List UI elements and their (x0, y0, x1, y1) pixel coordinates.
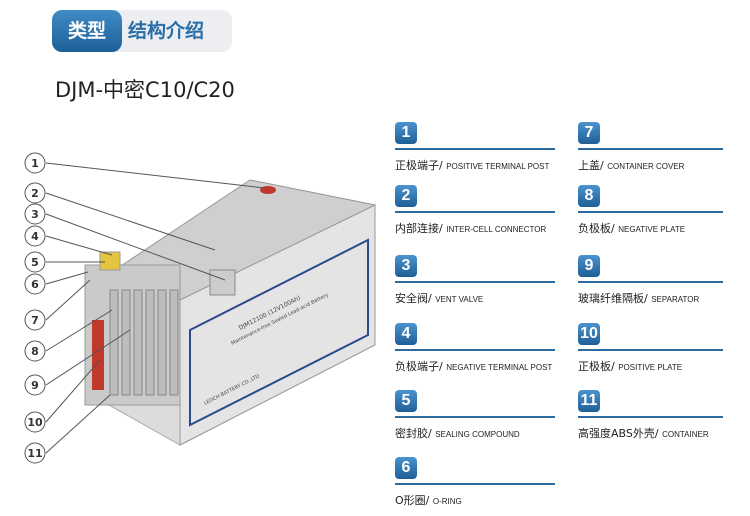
tab-type[interactable]: 类型 (52, 10, 122, 52)
callout-circle (24, 411, 46, 433)
label-cn: O形圈/ (395, 494, 430, 507)
legend-item: 5 密封胶/ SEALING COMPOUND (395, 390, 555, 440)
divider (395, 416, 555, 418)
label-en: POSITIVE PLATE (618, 363, 683, 372)
divider (395, 211, 555, 213)
number-badge: 6 (395, 457, 417, 479)
callout-number: 9 (31, 379, 39, 392)
legend-item: 2 内部连接/ INTER-CELL CONNECTOR (395, 185, 555, 235)
divider (578, 148, 723, 150)
legend-label: 正极端子/ POSITIVE TERMINAL POST (395, 157, 549, 173)
label-en: CONTAINER (662, 430, 709, 439)
label-cn: 负极板/ (578, 222, 615, 235)
legend-item: 10 正极板/ POSITIVE PLATE (578, 323, 723, 373)
label-cn: 上盖/ (578, 159, 604, 172)
callout-number: 1 (31, 157, 39, 170)
legend-item: 1 正极端子/ POSITIVE TERMINAL POST (395, 122, 555, 172)
legend-label: 正极板/ POSITIVE PLATE (578, 358, 682, 374)
legend-label: 高强度ABS外壳/ CONTAINER (578, 425, 709, 441)
callout-circle (24, 182, 46, 204)
number-badge: 5 (395, 390, 417, 412)
legend-label: 玻璃纤维隔板/ SEPARATOR (578, 290, 699, 306)
callout-number: 3 (31, 208, 39, 221)
legend-label: 内部连接/ INTER-CELL CONNECTOR (395, 220, 546, 236)
label-en: O-RING (432, 497, 462, 506)
callout-circle (24, 273, 46, 295)
label-cn: 安全阀/ (395, 292, 432, 305)
label-cn: 内部连接/ (395, 222, 443, 235)
label-en: CONTAINER COVER (607, 162, 685, 171)
number-badge: 3 (395, 255, 417, 277)
label-cn: 正极板/ (578, 360, 615, 373)
label-en: POSITIVE TERMINAL POST (446, 162, 550, 171)
number-badge: 4 (395, 323, 417, 345)
legend-label: 密封胶/ SEALING COMPOUND (395, 425, 520, 441)
tab-structure[interactable]: 结构介绍 (128, 20, 205, 42)
callout-circle (24, 251, 46, 273)
label-en: NEGATIVE TERMINAL POST (446, 363, 553, 372)
legend-label: 负极端子/ NEGATIVE TERMINAL POST (395, 358, 552, 374)
callout-number: 11 (27, 447, 42, 460)
legend-label: 安全阀/ VENT VALVE (395, 290, 483, 306)
divider (395, 349, 555, 351)
legend-item: 7 上盖/ CONTAINER COVER (578, 122, 723, 172)
legend-item: 3 安全阀/ VENT VALVE (395, 255, 555, 305)
legend-label: 负极板/ NEGATIVE PLATE (578, 220, 685, 236)
legend-label: O形圈/ O-RING (395, 492, 462, 508)
number-badge: 1 (395, 122, 417, 144)
label-cn: 密封胶/ (395, 427, 432, 440)
number-badge: 8 (578, 185, 600, 207)
legend-item: 8 负极板/ NEGATIVE PLATE (578, 185, 723, 235)
number-badge: 2 (395, 185, 417, 207)
callout-circle (24, 340, 46, 362)
label-cn: 高强度ABS外壳/ (578, 427, 659, 440)
callout-number: 4 (31, 230, 39, 243)
label-en: NEGATIVE PLATE (618, 225, 686, 234)
callout-number: 5 (31, 256, 39, 269)
label-cn: 玻璃纤维隔板/ (578, 292, 648, 305)
number-badge: 9 (578, 255, 600, 277)
callout-circle (24, 203, 46, 225)
callout-number: 8 (31, 345, 39, 358)
legend-label: 上盖/ CONTAINER COVER (578, 157, 684, 173)
callout-circle (24, 374, 46, 396)
callout-circle (24, 442, 46, 464)
label-en: SEPARATOR (651, 295, 700, 304)
callout-number: 2 (31, 187, 39, 200)
page-title: DJM-中密C10/C20 (55, 78, 235, 102)
label-en: VENT VALVE (435, 295, 484, 304)
callout-circle (24, 309, 46, 331)
number-badge: 10 (578, 323, 600, 345)
number-badge: 7 (578, 122, 600, 144)
divider (578, 281, 723, 283)
callout-circle (24, 152, 46, 174)
divider (395, 148, 555, 150)
divider (578, 349, 723, 351)
divider (395, 483, 555, 485)
label-cn: 负极端子/ (395, 360, 443, 373)
callout-number: 7 (31, 314, 39, 327)
number-badge: 11 (578, 390, 600, 412)
label-en: INTER-CELL CONNECTOR (446, 225, 547, 234)
callout-circle (24, 225, 46, 247)
callout-number: 6 (31, 278, 39, 291)
legend-item: 9 玻璃纤维隔板/ SEPARATOR (578, 255, 723, 305)
battery-illustration: DJM12100 (12V100Ah) Maintenance-free Sea… (24, 152, 377, 464)
divider (578, 416, 723, 418)
divider (578, 211, 723, 213)
legend-item: 4 负极端子/ NEGATIVE TERMINAL POST (395, 323, 555, 373)
callout-number: 10 (27, 416, 43, 429)
label-en: SEALING COMPOUND (435, 430, 520, 439)
divider (395, 281, 555, 283)
legend-item: 11 高强度ABS外壳/ CONTAINER (578, 390, 723, 440)
label-cn: 正极端子/ (395, 159, 443, 172)
legend-item: 6 O形圈/ O-RING (395, 457, 555, 507)
